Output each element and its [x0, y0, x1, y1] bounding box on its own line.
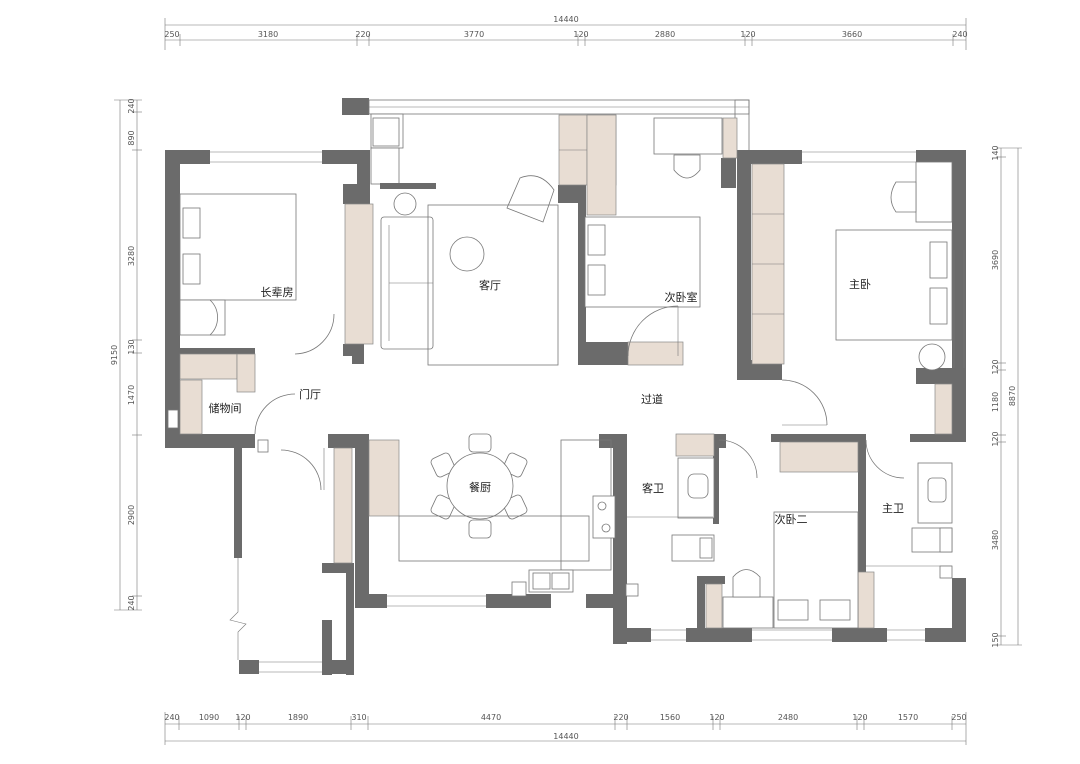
lounge-chair	[506, 175, 555, 223]
dim-right-5: 120	[991, 431, 1000, 446]
dim-bottom-12: 1570	[898, 713, 918, 722]
top-dimension-chain: 14440 250 3180 220 3770 120 2880 120 366…	[164, 15, 968, 50]
dim-top-7: 120	[740, 30, 755, 39]
label-dining-kitchen: 餐厨	[469, 480, 491, 494]
dining-table	[430, 433, 528, 539]
dim-bottom-2: 1090	[199, 713, 219, 722]
coffee-table	[449, 236, 485, 272]
dim-left-3: 3280	[127, 246, 136, 266]
dim-bottom-11: 120	[852, 713, 867, 722]
label-living-room: 客厅	[479, 278, 501, 292]
bottom-dimension-chain: 240 1090 120 1890 310 4470 220 1560 120 …	[164, 712, 967, 745]
dim-top-8: 3660	[842, 30, 862, 39]
label-guest-bath: 客卫	[642, 481, 664, 495]
cabinets	[179, 114, 953, 629]
dim-left-1: 240	[127, 98, 136, 113]
label-master-bath: 主卫	[882, 502, 904, 515]
dim-right-total: 8870	[1008, 386, 1017, 406]
dim-bottom-5: 310	[351, 713, 366, 722]
dim-bottom-7: 220	[613, 713, 628, 722]
dim-bottom-10: 2480	[778, 713, 798, 722]
dim-right-1: 140	[991, 145, 1000, 160]
dim-bottom-1: 240	[164, 713, 179, 722]
dim-bottom-13: 250	[951, 713, 966, 722]
walls	[165, 98, 966, 675]
label-second-bedroom-two: 次卧二	[775, 512, 808, 526]
dim-bottom-3: 120	[235, 713, 250, 722]
dim-right-7: 150	[991, 632, 1000, 647]
dim-top-1: 250	[164, 30, 179, 39]
label-storage: 储物间	[209, 401, 242, 415]
right-dimension-chain: 140 3690 120 1180 120 3480 150 8870	[991, 145, 1022, 648]
label-elder-bedroom: 长辈房	[261, 285, 294, 299]
desk	[653, 117, 723, 155]
windows	[210, 151, 965, 673]
furniture	[167, 113, 953, 629]
dim-left-2: 890	[127, 130, 136, 145]
dim-right-2: 3690	[991, 250, 1000, 270]
dim-top-total: 14440	[553, 15, 578, 24]
dim-top-4: 3770	[464, 30, 484, 39]
dim-top-3: 220	[355, 30, 370, 39]
dim-left-4: 130	[127, 339, 136, 354]
dim-bottom-9: 120	[709, 713, 724, 722]
doors	[229, 305, 905, 660]
room-labels: 长辈房 客厅 次卧室 主卧 储物间 门厅 过道 餐厨 客卫 次卧二 主卫	[209, 278, 905, 526]
dim-left-5: 1470	[127, 385, 136, 405]
dim-bottom-total: 14440	[553, 732, 578, 741]
left-dimension-chain: 9150 240 890 3280 130 1470 2900 240	[110, 98, 142, 611]
dim-left-7: 240	[127, 595, 136, 610]
dim-right-3: 120	[991, 359, 1000, 374]
dim-top-6: 2880	[655, 30, 675, 39]
label-master-bedroom: 主卧	[849, 278, 871, 291]
label-corridor: 过道	[641, 392, 663, 406]
dim-bottom-6: 4470	[481, 713, 501, 722]
dim-right-4: 1180	[991, 392, 1000, 412]
label-second-bedroom: 次卧室	[665, 290, 698, 304]
label-foyer: 门厅	[299, 387, 321, 401]
dim-left-6: 2900	[127, 505, 136, 525]
dim-top-9: 240	[952, 30, 967, 39]
dim-top-5: 120	[573, 30, 588, 39]
dim-right-6: 3480	[991, 530, 1000, 550]
dim-bottom-8: 1560	[660, 713, 680, 722]
dim-top-2: 3180	[258, 30, 278, 39]
dim-left-total: 9150	[110, 345, 119, 365]
dim-bottom-4: 1890	[288, 713, 308, 722]
